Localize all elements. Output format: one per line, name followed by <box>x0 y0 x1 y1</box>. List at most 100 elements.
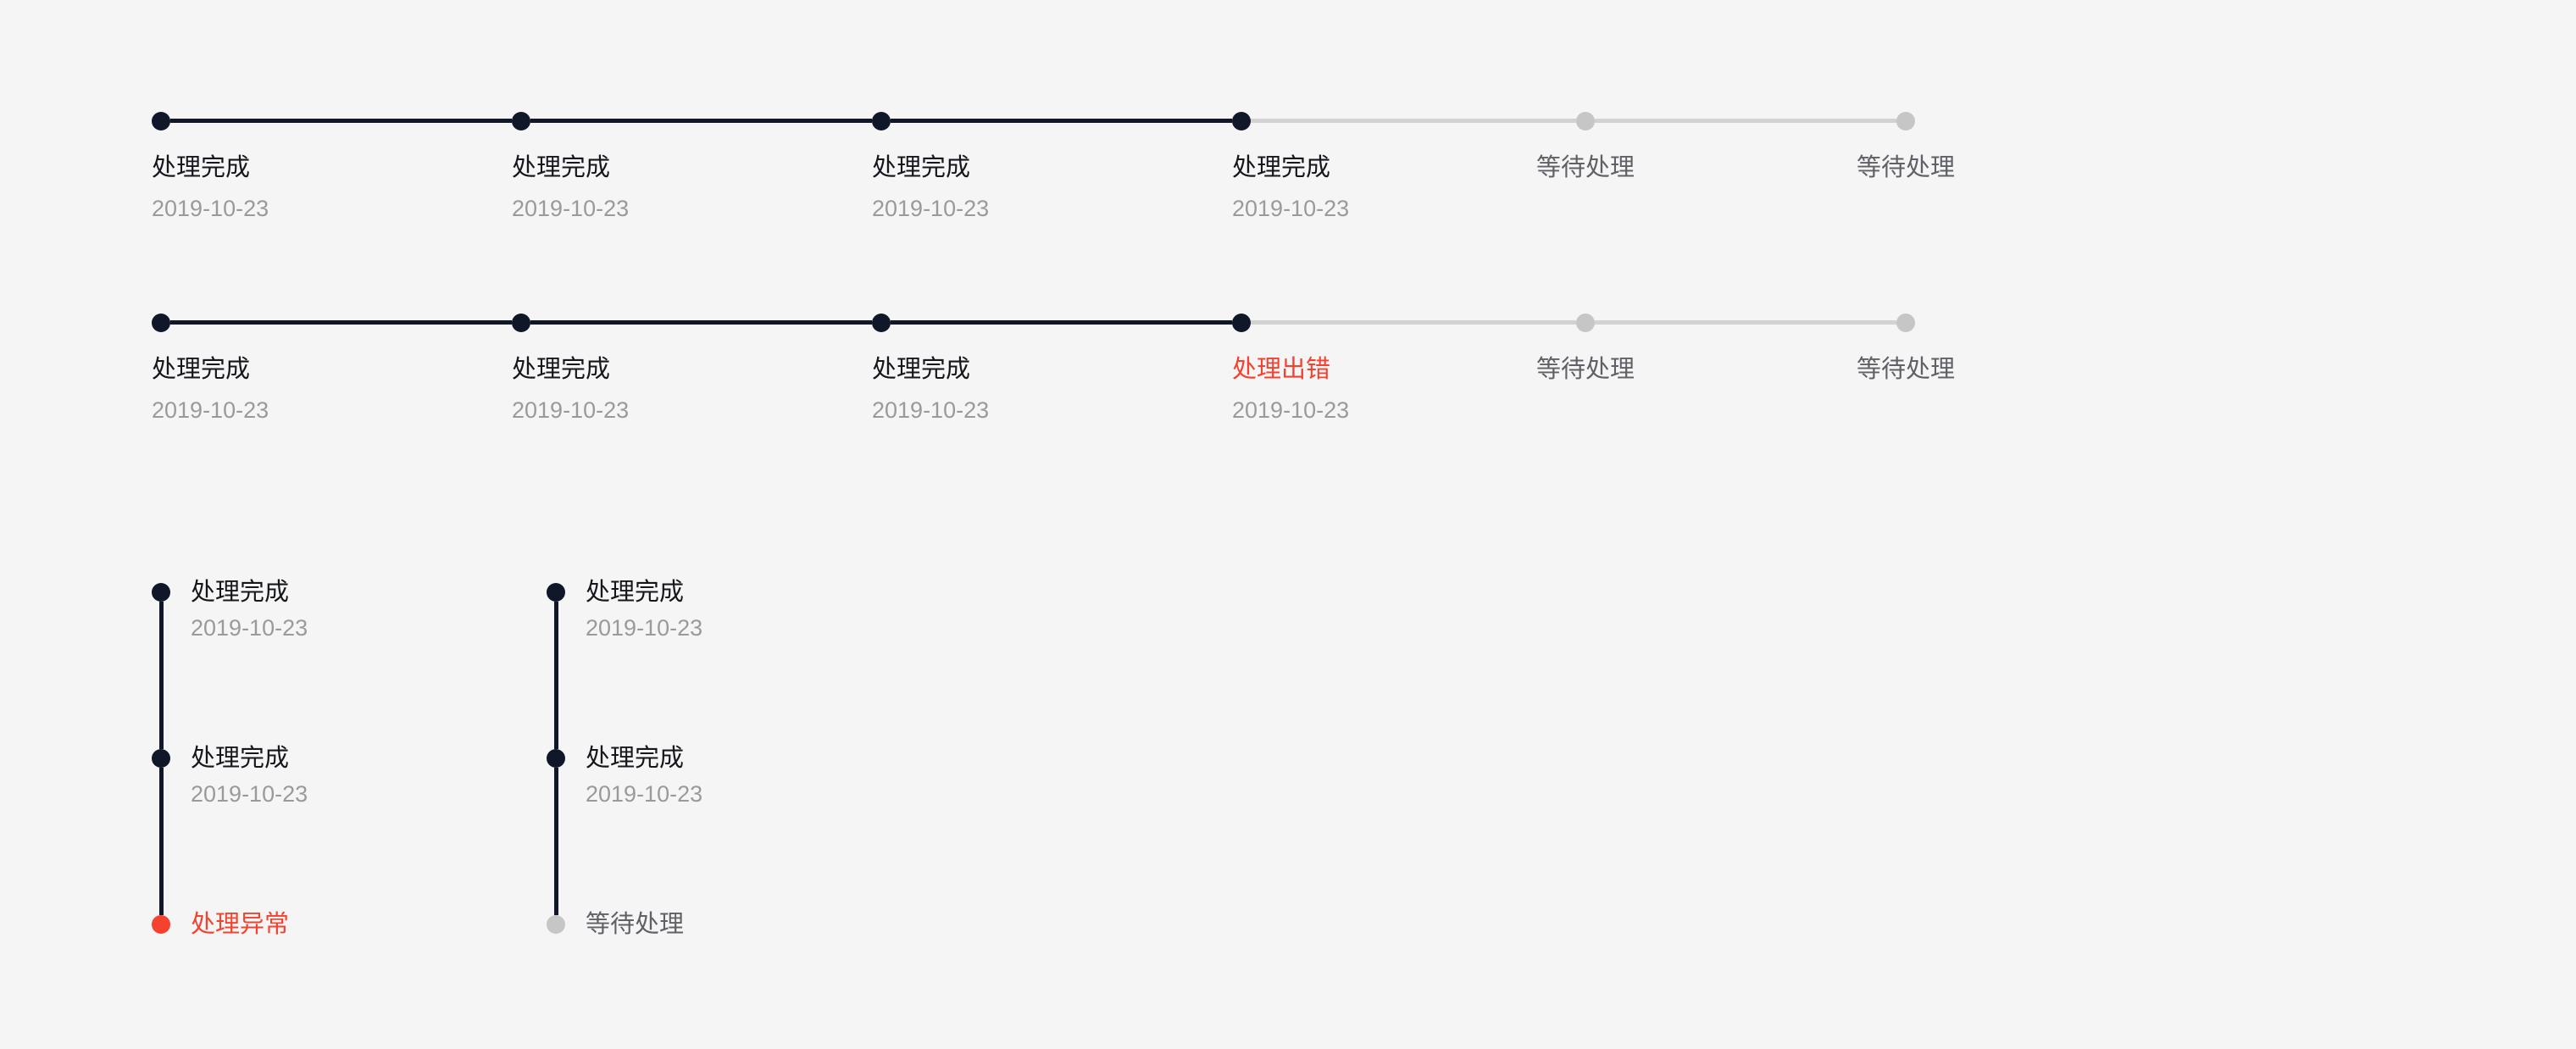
step-date: 2019-10-23 <box>512 196 630 221</box>
step-connector-line <box>170 320 512 325</box>
timeline-connector-line <box>554 602 558 749</box>
step-item[interactable]: 处理完成 2019-10-23 <box>512 314 872 534</box>
timeline-content: 处理完成 2019-10-23 <box>191 741 308 810</box>
step-dot-active[interactable] <box>872 314 891 332</box>
step-item[interactable]: 处理完成 2019-10-23 <box>512 112 872 332</box>
step-labels: 等待处理 <box>1536 151 1635 192</box>
steps-row-error: 处理完成 2019-10-23 处理完成 2019-10-23 处理完成 2019-10-… <box>0 314 2576 534</box>
timeline-item[interactable]: 等待处理 <box>547 911 1021 966</box>
step-title: 处理完成 <box>512 356 611 383</box>
step-connector-line <box>891 320 1232 325</box>
step-labels: 处理完成 2019-10-23 <box>512 352 629 426</box>
steps-row-complete: 处理完成 2019-10-23 处理完成 2019-10-23 处理完成 2019-10-… <box>0 112 2576 332</box>
timeline-title: 处理完成 <box>191 745 290 772</box>
timeline-content: 处理异常 <box>191 907 289 942</box>
step-connector-line <box>1595 320 1896 325</box>
step-item[interactable]: 处理出错 2019-10-23 <box>1232 314 1576 534</box>
step-item[interactable]: 处理完成 2019-10-23 <box>872 112 1232 332</box>
step-item[interactable]: 等待处理 <box>1536 314 1896 534</box>
timeline-date: 2019-10-23 <box>586 615 703 641</box>
timeline-item[interactable]: 处理完成 2019-10-23 <box>152 745 626 915</box>
step-item[interactable]: 处理完成 2019-10-23 <box>152 314 512 534</box>
timeline-content: 等待处理 <box>586 907 684 942</box>
timeline-item[interactable]: 处理异常 <box>152 911 626 966</box>
step-dot-inactive[interactable] <box>1896 314 1915 332</box>
step-labels: 等待处理 <box>1536 352 1635 394</box>
timeline-date: 2019-10-23 <box>191 615 308 641</box>
step-connector-line <box>891 119 1232 123</box>
timeline-content: 处理完成 2019-10-23 <box>586 574 702 644</box>
step-connector-line <box>530 320 872 325</box>
step-labels: 处理完成 2019-10-23 <box>1232 151 1349 225</box>
step-item[interactable]: 处理完成 2019-10-23 <box>1232 112 1576 332</box>
step-date: 2019-10-23 <box>152 397 269 423</box>
timeline-connector-line <box>159 768 164 915</box>
step-item[interactable]: 等待处理 <box>1536 112 1896 332</box>
step-dot-active[interactable] <box>152 314 170 332</box>
step-title: 处理完成 <box>872 154 971 181</box>
step-dot-active[interactable] <box>1232 314 1251 332</box>
timeline-content: 处理完成 2019-10-23 <box>191 574 308 644</box>
timeline-item[interactable]: 处理完成 2019-10-23 <box>547 745 1021 915</box>
step-dot-inactive[interactable] <box>1576 314 1595 332</box>
step-connector-line <box>530 119 872 123</box>
timeline-title: 处理完成 <box>586 579 685 606</box>
step-title: 等待处理 <box>1535 154 1635 181</box>
step-title: 处理完成 <box>872 356 971 383</box>
timeline-content: 处理完成 2019-10-23 <box>586 741 702 810</box>
step-connector-line <box>1251 320 1576 325</box>
step-title: 处理完成 <box>512 154 611 181</box>
step-labels: 处理完成 2019-10-23 <box>152 352 269 426</box>
step-labels: 等待处理 <box>1857 151 1955 192</box>
step-labels: 等待处理 <box>1857 352 1955 394</box>
timeline-dot-error[interactable] <box>152 915 170 934</box>
step-item[interactable]: 等待处理 <box>1857 112 1955 332</box>
timeline-dot-active[interactable] <box>152 749 170 768</box>
step-dot-active[interactable] <box>512 314 530 332</box>
step-title: 处理出错 <box>1232 356 1331 383</box>
step-item[interactable]: 等待处理 <box>1857 314 1955 534</box>
step-title: 处理完成 <box>1232 154 1331 181</box>
step-date: 2019-10-23 <box>152 196 269 221</box>
timeline-dot-active[interactable] <box>547 583 565 602</box>
step-title: 等待处理 <box>1856 154 1956 181</box>
step-date: 2019-10-23 <box>1232 397 1350 423</box>
step-date: 2019-10-23 <box>872 196 990 221</box>
timeline-item[interactable]: 处理完成 2019-10-23 <box>547 579 1021 749</box>
step-connector-line <box>1251 119 1576 123</box>
step-dot-active[interactable] <box>872 112 891 130</box>
step-labels: 处理出错 2019-10-23 <box>1232 352 1349 426</box>
step-dot-active[interactable] <box>512 112 530 130</box>
timeline-title: 处理异常 <box>191 911 290 938</box>
step-title: 等待处理 <box>1535 356 1635 383</box>
step-dot-inactive[interactable] <box>1576 112 1595 130</box>
step-labels: 处理完成 2019-10-23 <box>872 151 989 225</box>
step-title: 处理完成 <box>152 154 251 181</box>
step-dot-active[interactable] <box>152 112 170 130</box>
timeline-connector-line <box>159 602 164 749</box>
timeline-title: 处理完成 <box>191 579 290 606</box>
step-date: 2019-10-23 <box>872 397 990 423</box>
vertical-timeline-waiting: 处理完成 2019-10-23 处理完成 2019-10-23 等待处理 <box>547 579 1021 966</box>
step-date: 2019-10-23 <box>512 397 630 423</box>
step-dot-active[interactable] <box>1232 112 1251 130</box>
step-item[interactable]: 处理完成 2019-10-23 <box>872 314 1232 534</box>
timeline-title: 处理完成 <box>586 745 685 772</box>
step-labels: 处理完成 2019-10-23 <box>152 151 269 225</box>
vertical-timeline-exception: 处理完成 2019-10-23 处理完成 2019-10-23 处理异常 <box>152 579 626 966</box>
step-title: 等待处理 <box>1856 356 1956 383</box>
timeline-dot-inactive[interactable] <box>547 915 565 934</box>
step-labels: 处理完成 2019-10-23 <box>872 352 989 426</box>
step-connector-line <box>1595 119 1896 123</box>
step-dot-inactive[interactable] <box>1896 112 1915 130</box>
timeline-item[interactable]: 处理完成 2019-10-23 <box>152 579 626 749</box>
step-item[interactable]: 处理完成 2019-10-23 <box>152 112 512 332</box>
step-connector-line <box>170 119 512 123</box>
step-title: 处理完成 <box>152 356 251 383</box>
timeline-date: 2019-10-23 <box>191 781 308 807</box>
step-date: 2019-10-23 <box>1232 196 1350 221</box>
timeline-dot-active[interactable] <box>547 749 565 768</box>
step-labels: 处理完成 2019-10-23 <box>512 151 629 225</box>
timeline-date: 2019-10-23 <box>586 781 703 807</box>
timeline-dot-active[interactable] <box>152 583 170 602</box>
